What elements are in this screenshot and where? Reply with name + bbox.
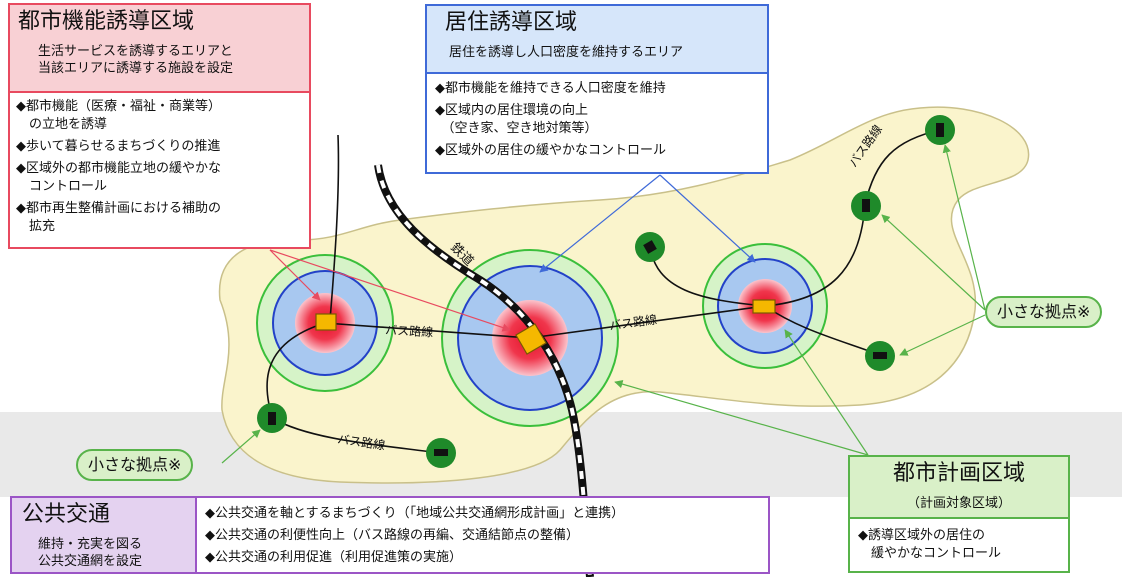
arrow-blue-1: [539, 174, 661, 273]
small-hub-3: [635, 232, 665, 262]
urban-function-item: 拡充: [16, 219, 56, 234]
arrow-red-2: [269, 249, 511, 332]
urban-function-area-subtitle-2: 当該エリアに誘導する施設を設定: [38, 61, 234, 76]
arrow-green-4: [614, 380, 869, 456]
arrow-blue-2: [659, 174, 756, 263]
small-hub-6: [865, 341, 895, 371]
residential-area-subtitle: 居住を誘導し人口密度を維持するエリア: [449, 45, 684, 60]
arrow-green-1: [942, 144, 986, 311]
urban-function-area-title: 都市機能誘導区域: [18, 9, 195, 34]
city-planning-area-header: 都市計画区域 （計画対象区域）: [850, 457, 1068, 519]
small-hub-callout-right: 小さな拠点※: [985, 296, 1103, 328]
urban-function-area-items: ◆都市機能（医療・福祉・商業等） の立地を誘導 ◆歩いて暮らせるまちづくりの推進…: [10, 93, 309, 241]
city-planning-area-shape: [218, 106, 1030, 484]
public-transport-items: ◆公共交通を軸とするまちづくり（「地域公共交通網形成計画」と連携） ◆公共交通の…: [197, 498, 632, 572]
urban-function-area-box: 都市機能誘導区域 生活サービスを誘導するエリアと 当該エリアに誘導する施設を設定…: [8, 3, 311, 249]
city-planning-item: ◆誘導区域外の居住の: [858, 528, 985, 543]
arrow-green-5: [784, 329, 869, 456]
public-transport-box: 公共交通 維持・充実を図る 公共交通網を設定 ◆公共交通を軸とするまちづくり（「…: [10, 496, 770, 574]
residential-area-items: ◆都市機能を維持できる人口密度を維持 ◆区域内の居住環境の向上 （空き家、空き地…: [427, 74, 767, 166]
residential-item: ◆区域外の居住の緩やかなコントロール: [435, 143, 666, 158]
city-planning-area-title: 都市計画区域: [892, 461, 1025, 486]
station-left: [315, 313, 337, 331]
small-hub-callout-left: 小さな拠点※: [76, 449, 194, 481]
residential-area-header: 居住誘導区域 居住を誘導し人口密度を維持するエリア: [427, 6, 767, 74]
bus-label-2: バス路線: [608, 311, 658, 333]
urban-function-item: ◆都市再生整備計画における補助の: [16, 201, 221, 216]
residential-item: （空き家、空き地対策等）: [435, 121, 598, 136]
public-transport-item: ◆公共交通を軸とするまちづくり（「地域公共交通網形成計画」と連携）: [205, 506, 625, 521]
city-planning-area-box: 都市計画区域 （計画対象区域） ◆誘導区域外の居住の 緩やかなコントロール: [848, 455, 1070, 573]
arrow-green-2: [881, 214, 986, 311]
arrow-red-1: [269, 249, 321, 301]
public-transport-subtitle-2: 公共交通網を設定: [38, 554, 143, 569]
public-transport-header: 公共交通 維持・充実を図る 公共交通網を設定: [12, 498, 197, 572]
small-hubs: [257, 115, 955, 468]
urban-function-item: ◆区域外の都市機能立地の緩やかな: [16, 161, 221, 176]
urban-function-area-header: 都市機能誘導区域 生活サービスを誘導するエリアと 当該エリアに誘導する施設を設定: [10, 5, 309, 93]
urban-function-item: コントロール: [16, 179, 108, 194]
bus-label-1: バス路線: [385, 322, 434, 339]
urban-function-item: ◆都市機能（医療・福祉・商業等）: [16, 99, 221, 114]
residential-item: ◆都市機能を維持できる人口密度を維持: [435, 81, 666, 96]
urban-function-area-subtitle-1: 生活サービスを誘導するエリアと: [38, 44, 233, 59]
residential-area-title: 居住誘導区域: [445, 10, 578, 35]
urban-function-item: の立地を誘導: [16, 117, 108, 132]
public-transport-title: 公共交通: [22, 502, 111, 527]
arrow-green-6: [221, 429, 261, 464]
city-planning-area-subtitle: （計画対象区域）: [906, 496, 1011, 511]
city-planning-area-items: ◆誘導区域外の居住の 緩やかなコントロール: [850, 519, 1068, 571]
public-transport-subtitle-1: 維持・充実を図る: [38, 537, 143, 552]
bus-label-3: バス路線: [337, 431, 387, 453]
small-hub-1: [257, 403, 287, 433]
urban-function-item: ◆歩いて暮らせるまちづくりの推進: [16, 139, 221, 154]
arrow-green-3: [899, 314, 986, 356]
public-transport-item: ◆公共交通の利便性向上（バス路線の再編、交通結節点の整備）: [205, 528, 579, 543]
public-transport-item: ◆公共交通の利用促進（利用促進策の実施）: [205, 550, 462, 565]
small-hub-2: [426, 438, 456, 468]
residential-area-box: 居住誘導区域 居住を誘導し人口密度を維持するエリア ◆都市機能を維持できる人口密…: [425, 4, 769, 174]
residential-item: ◆区域内の居住環境の向上: [435, 103, 588, 118]
station-center: [515, 323, 547, 355]
station-right: [752, 299, 776, 314]
small-hub-4: [851, 191, 881, 221]
small-hub-5: [925, 115, 955, 145]
city-planning-item: 緩やかなコントロール: [858, 546, 1002, 561]
